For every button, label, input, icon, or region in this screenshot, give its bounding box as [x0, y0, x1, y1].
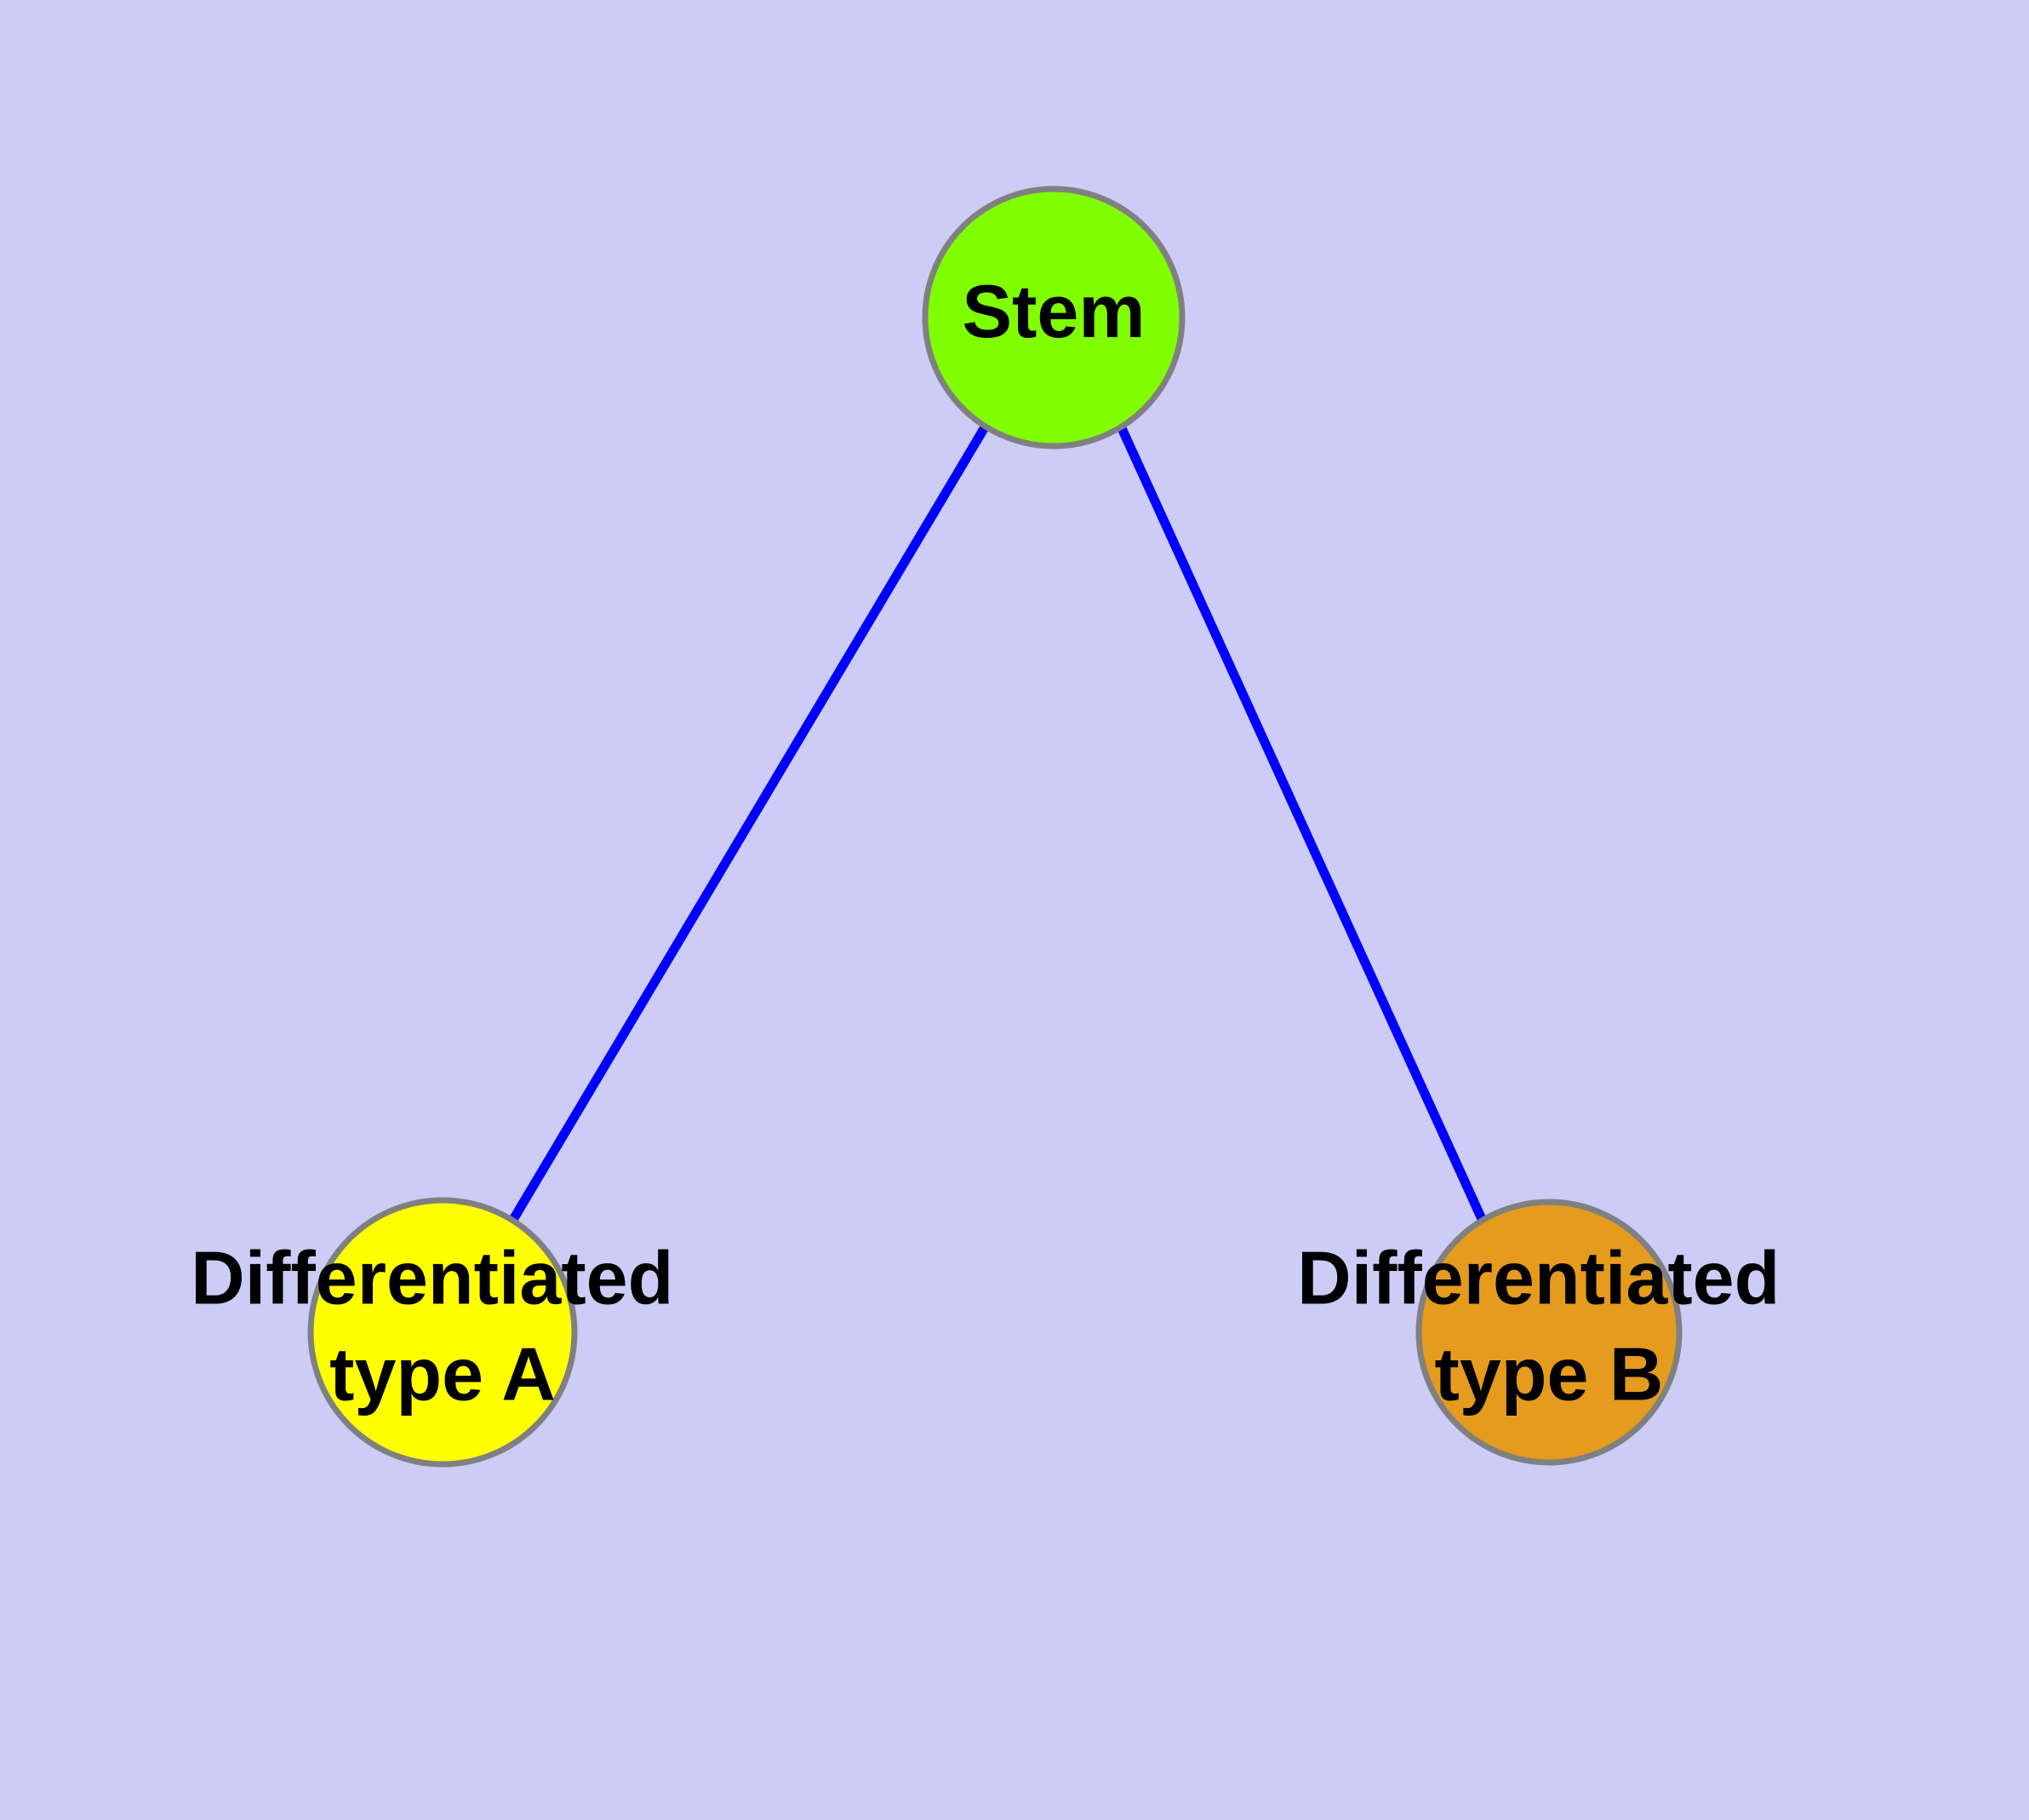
node-layer — [307, 186, 1683, 1468]
edge-stem-to-diff-a[interactable] — [507, 425, 989, 1225]
node-stem-label: Stem — [962, 269, 1145, 353]
node-diff-b-label-line-0: Differentiated — [1297, 1236, 1780, 1320]
node-stem-circle[interactable] — [922, 186, 1186, 449]
node-diff-b-label: Differentiated type B — [1297, 1236, 1801, 1417]
node-diff-a[interactable] — [307, 1197, 578, 1468]
label-layer: Stem Differentiated type A Differentiate… — [191, 269, 1801, 1417]
node-diff-b-circle[interactable] — [1415, 1199, 1683, 1466]
node-diff-a-circle[interactable] — [307, 1197, 578, 1468]
node-diff-b-label-line-1: type B — [1435, 1332, 1664, 1417]
node-stem[interactable] — [922, 186, 1186, 449]
node-diff-a-label-line-0: Differentiated — [191, 1236, 673, 1320]
node-diff-a-label-line-1: type A — [329, 1332, 556, 1417]
edge-stem-to-diff-b[interactable] — [1117, 426, 1488, 1223]
node-stem-label-line-0: Stem — [962, 269, 1145, 353]
node-diff-b[interactable] — [1415, 1199, 1683, 1466]
node-diff-a-label: Differentiated type A — [191, 1236, 694, 1417]
edge-layer — [507, 425, 1488, 1225]
